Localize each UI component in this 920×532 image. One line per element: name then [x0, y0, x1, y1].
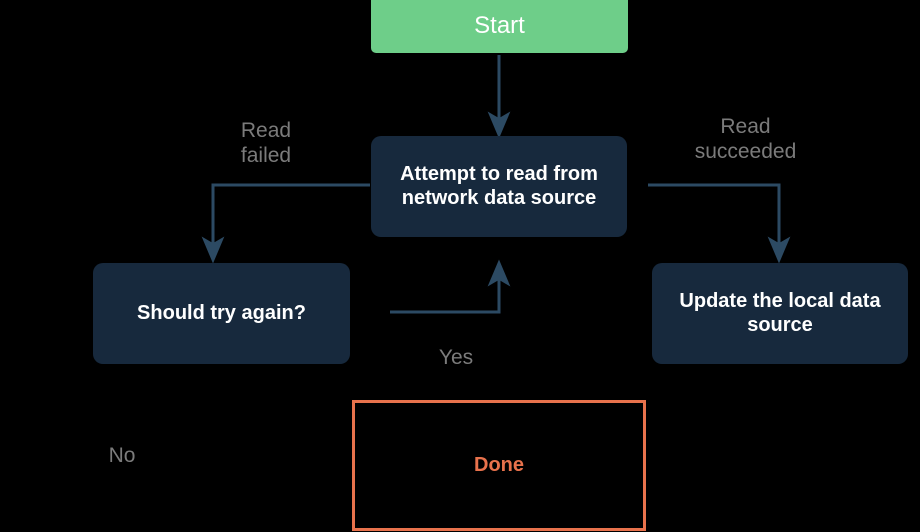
edge-label-no: No — [108, 444, 136, 467]
edge-attempt-to-update — [648, 183, 791, 264]
node-done[interactable]: Done — [352, 400, 646, 531]
edge-attempt-to-retry — [201, 183, 370, 264]
node-should-try-again-label: Should try again? — [137, 301, 306, 324]
node-start-label: Start — [474, 12, 525, 40]
node-attempt-read-label: Attempt to read from network data source — [400, 162, 598, 209]
node-update-local-source-label: Update the local data source — [679, 289, 881, 336]
node-start[interactable]: Start — [371, 0, 628, 53]
edge-label-read-failed: Read failed — [240, 119, 292, 168]
node-should-try-again[interactable]: Should try again? — [93, 263, 350, 364]
edge-label-yes: Yes — [438, 346, 474, 369]
node-attempt-read[interactable]: Attempt to read from network data source — [371, 136, 627, 237]
edge-retry-yes-to-attempt — [390, 259, 511, 314]
node-update-local-source[interactable]: Update the local data source — [652, 263, 908, 364]
edge-label-read-succeeded: Read succeeded — [694, 115, 797, 164]
node-done-label: Done — [474, 453, 524, 476]
